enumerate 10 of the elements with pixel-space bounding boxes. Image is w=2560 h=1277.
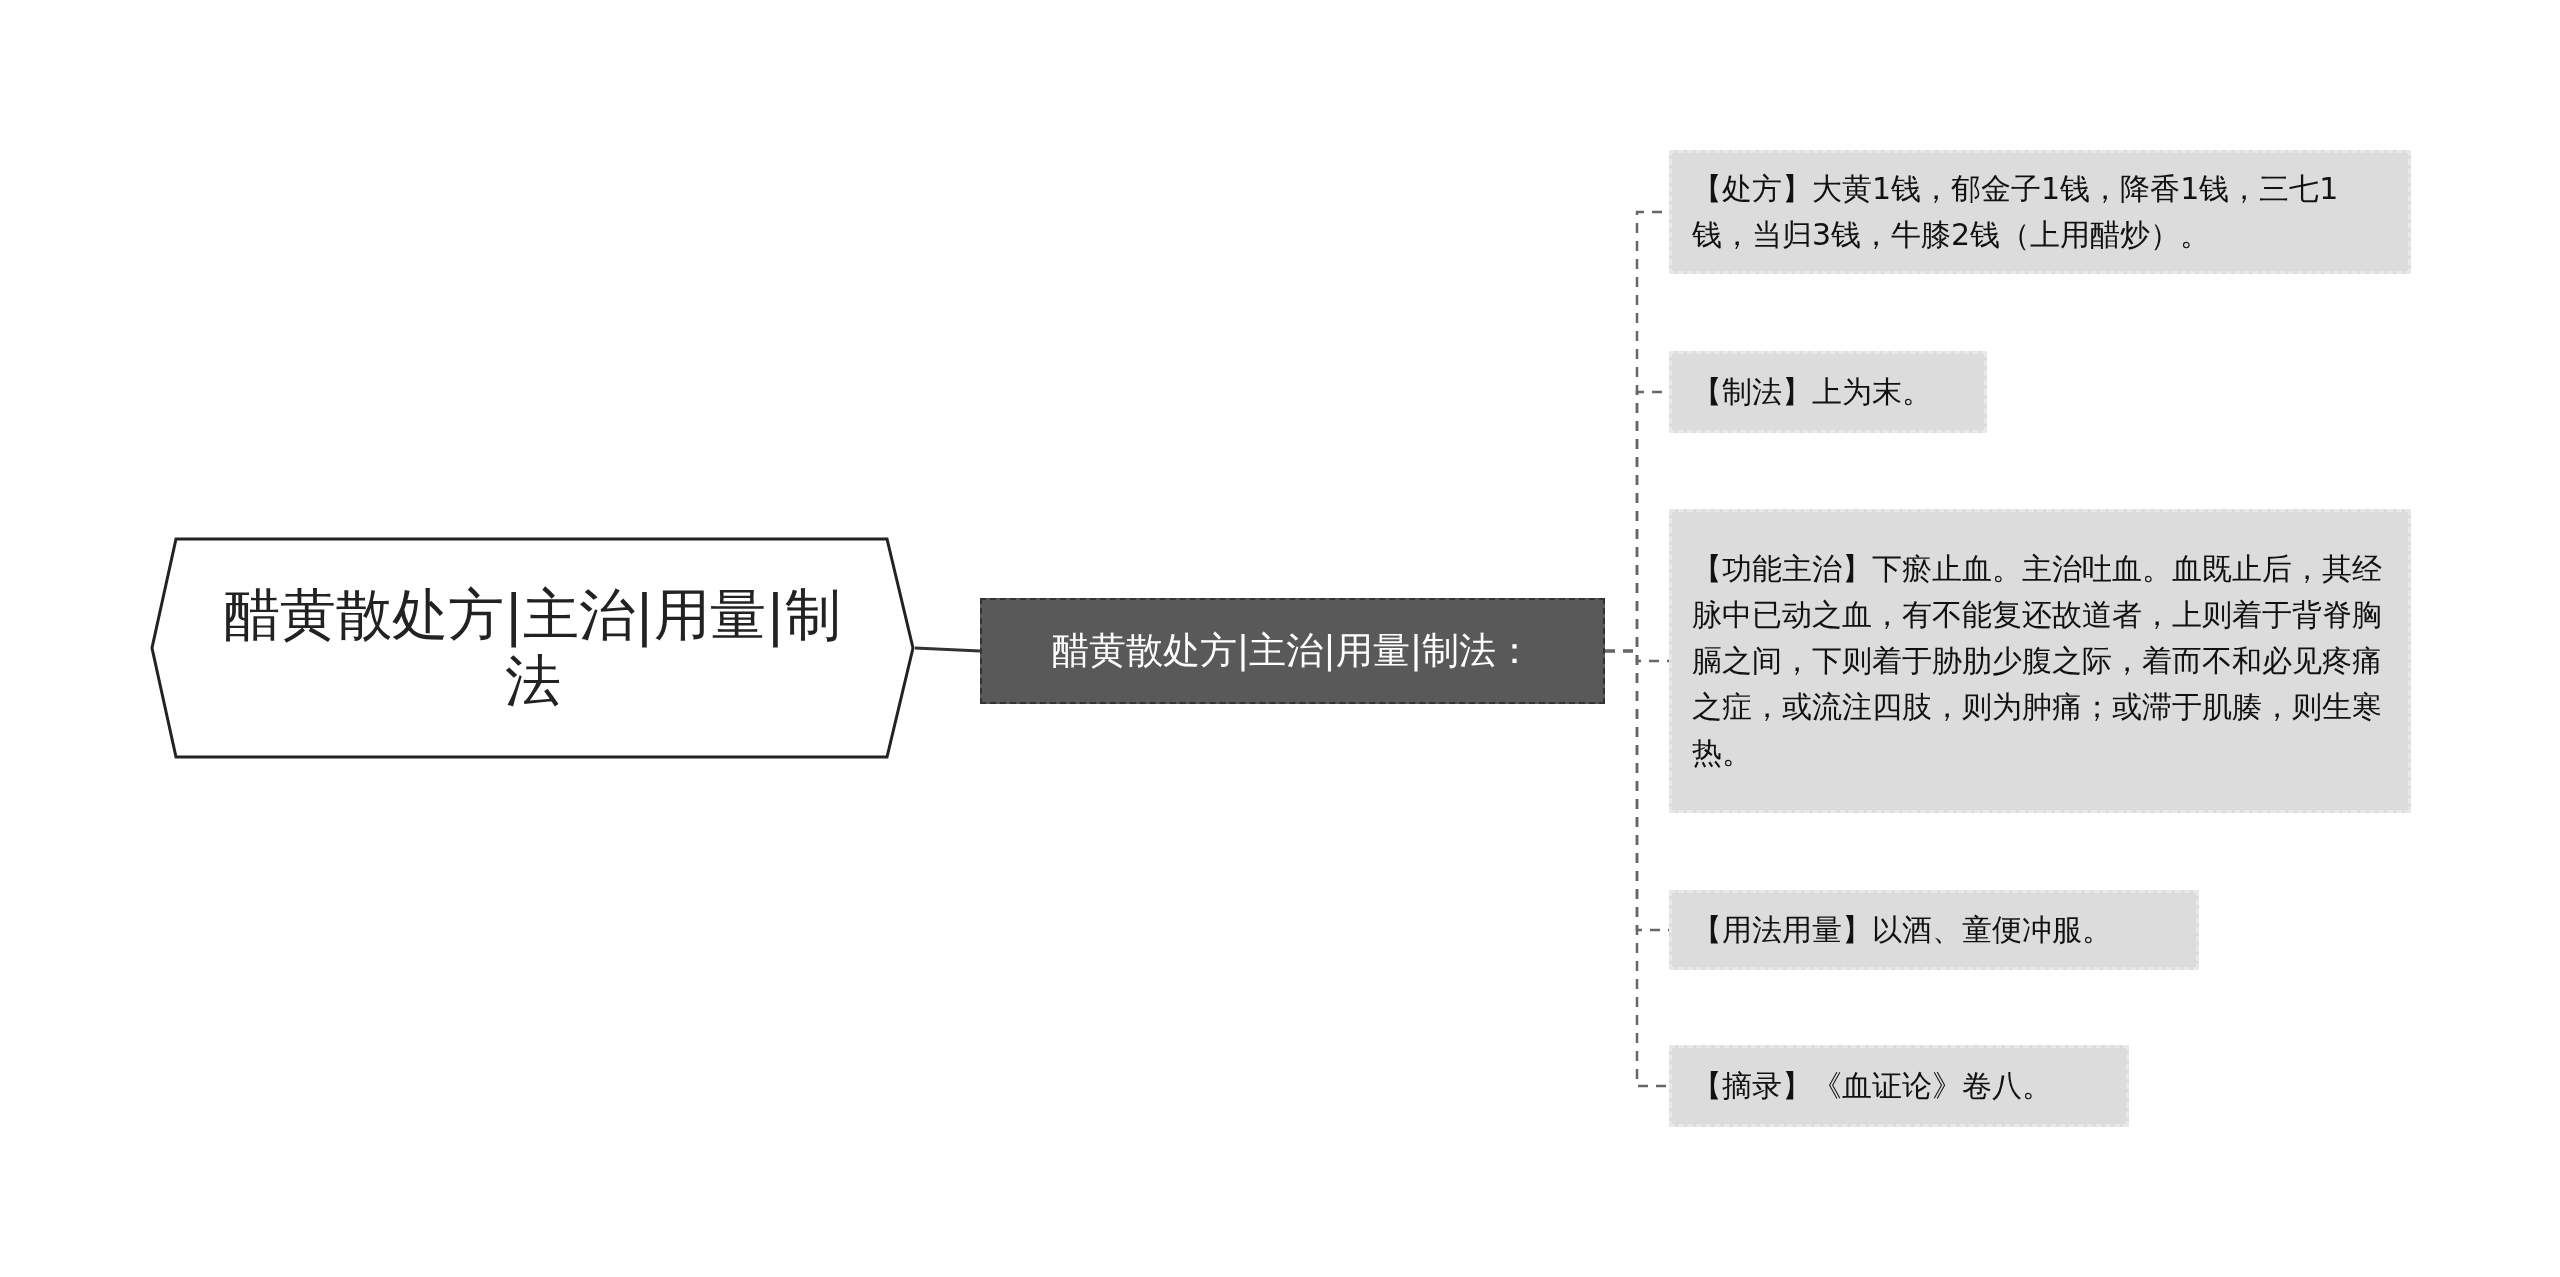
note-box: 【制法】上为末。 xyxy=(1669,351,1987,433)
connector-line xyxy=(1605,649,1669,1088)
node-title: 醋黄散处方|主治|用量|制法 xyxy=(223,582,842,714)
hexagon-node xyxy=(150,537,915,759)
note-box: 【功能主治】下瘀止血。主治吐血。血既止后，其经脉中已动之血，有不能复还故道者，上则着于背脊胸膈之间，下则着于胁肋少腹之际，着而不和必见疼痛之症，或流注四肢，则为肿痛；或滞于肌腠，则生寒热。 xyxy=(1669,509,2411,813)
note-box: 【用法用量】以酒、童便冲服。 xyxy=(1669,890,2199,970)
note-box: 【摘录】《血证论》卷八。 xyxy=(1669,1045,2129,1127)
note-box: 【处方】大黄1钱，郁金子1钱，降香1钱，三七1钱，当归3钱，牛膝2钱（上用醋炒）。 xyxy=(1669,150,2411,274)
topic-box: 醋黄散处方|主治|用量|制法： xyxy=(980,598,1605,704)
connector-line xyxy=(914,646,981,653)
